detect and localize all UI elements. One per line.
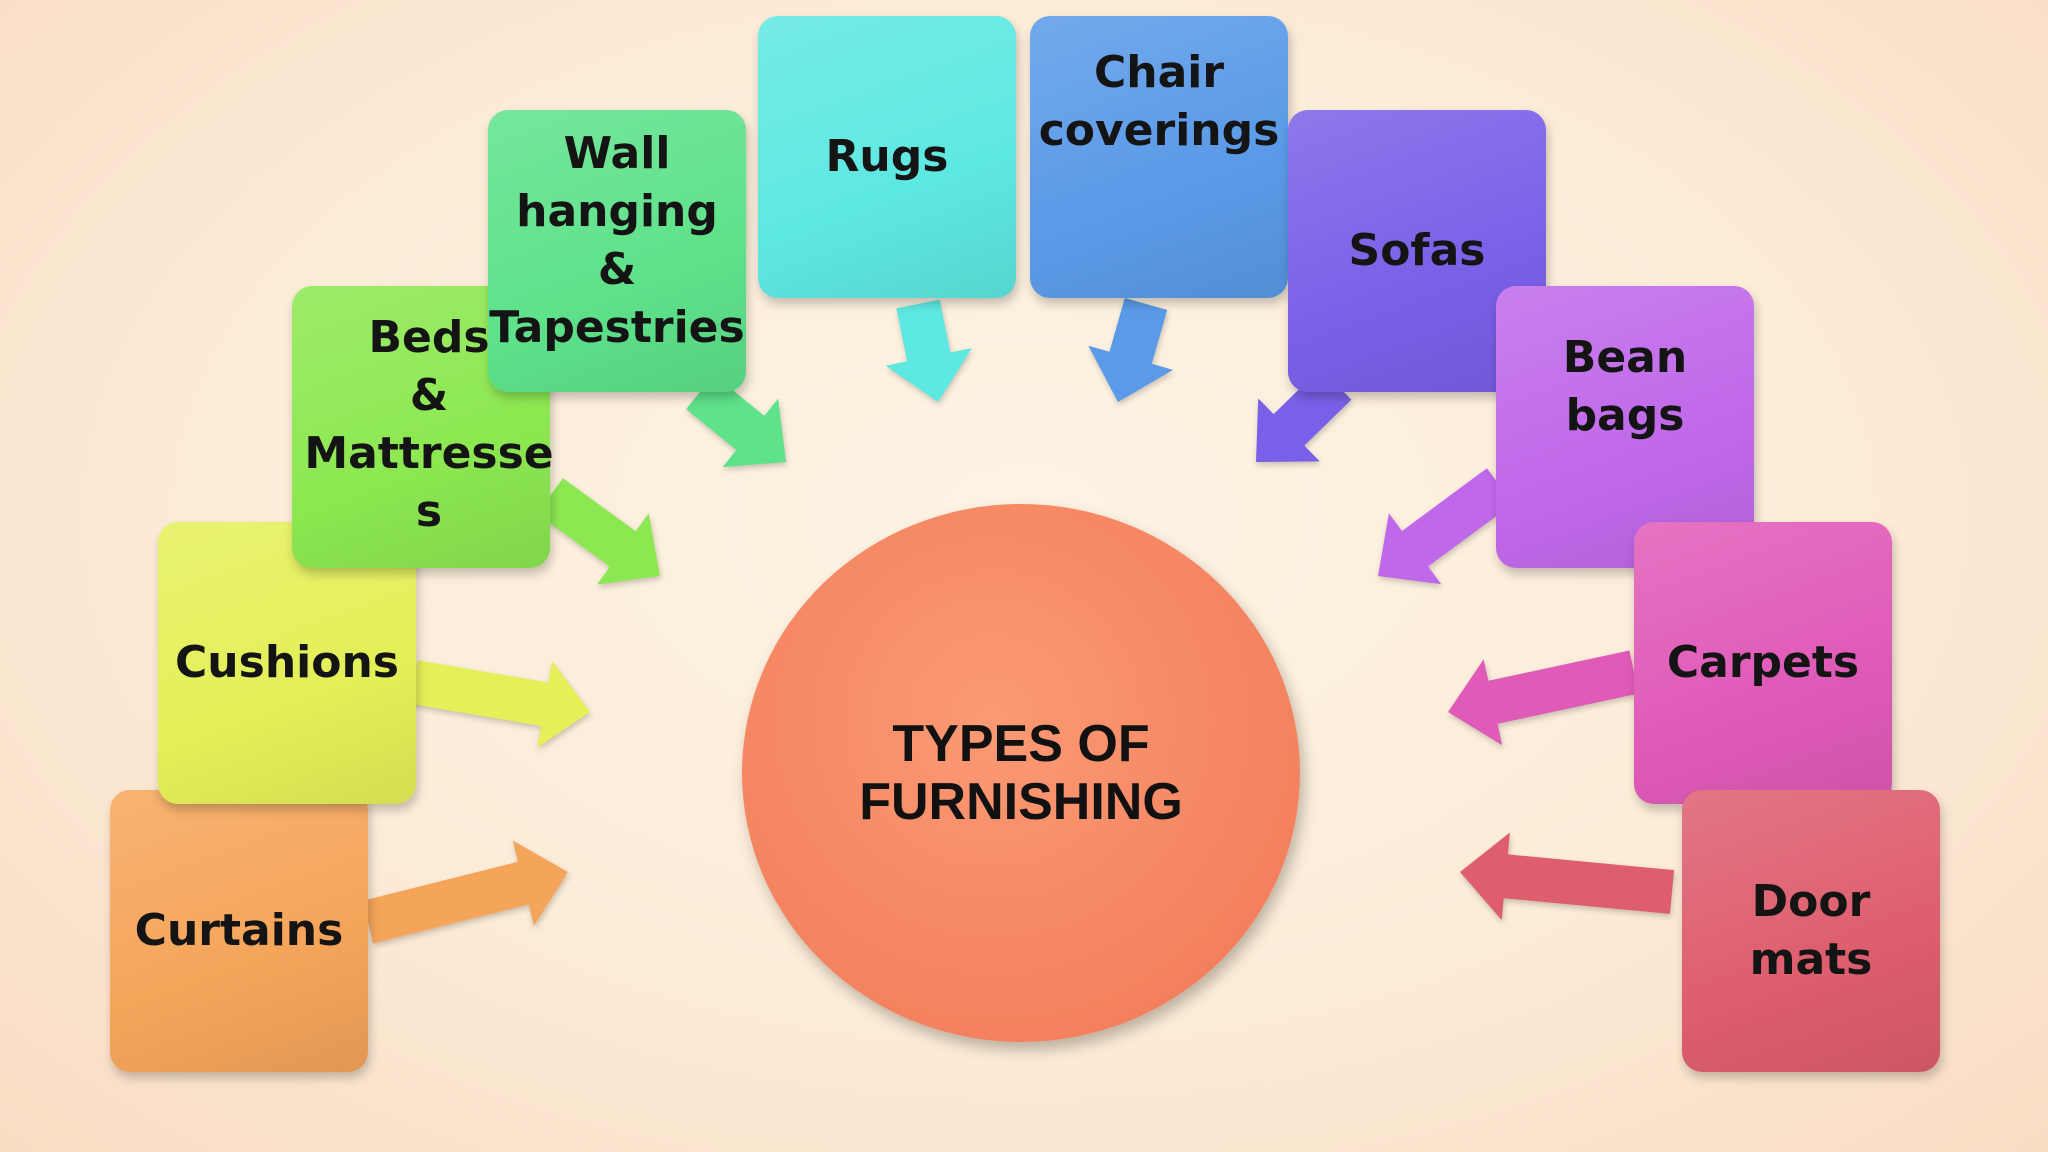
node-label: Wall hanging & Tapestries bbox=[489, 128, 745, 353]
node-curtains: Curtains bbox=[110, 790, 368, 1072]
node-label: Chair coverings bbox=[1038, 47, 1280, 156]
node-label: Rugs bbox=[825, 131, 949, 182]
arrow-4 bbox=[885, 299, 972, 402]
node-label: Cushions bbox=[175, 637, 399, 688]
node-wall-hanging-tapestries: Wall hanging & Tapestries bbox=[488, 110, 746, 392]
node-beds-mattresses: Beds & Mattresse s bbox=[292, 286, 554, 568]
node-label: Beds & Mattresse s bbox=[304, 312, 554, 537]
arrow-3 bbox=[686, 374, 786, 468]
arrow-9 bbox=[1460, 832, 1675, 921]
node-cushions: Cushions bbox=[158, 522, 416, 804]
arrow-7 bbox=[1378, 468, 1514, 585]
node-label: Carpets bbox=[1666, 637, 1860, 688]
center-title: TYPES OF FURNISHING bbox=[859, 715, 1183, 831]
node-label: Door mats bbox=[1749, 876, 1873, 985]
node-rugs: Rugs bbox=[758, 16, 1016, 298]
node-bean-bags: Bean bags bbox=[1496, 286, 1754, 568]
arrow-1 bbox=[410, 660, 590, 748]
node-label: Bean bags bbox=[1562, 332, 1688, 441]
node-carpets: Carpets bbox=[1634, 522, 1892, 804]
node-label: Curtains bbox=[134, 905, 344, 956]
arrow-5 bbox=[1088, 298, 1173, 402]
node-door-mats: Door mats bbox=[1682, 790, 1940, 1072]
center-circle: TYPES OF FURNISHING bbox=[742, 504, 1300, 1042]
arrow-8 bbox=[1448, 650, 1639, 746]
node-label: Sofas bbox=[1348, 225, 1486, 276]
arrow-2 bbox=[537, 478, 660, 585]
node-chair-coverings: Chair coverings bbox=[1030, 16, 1288, 298]
arrow-0 bbox=[362, 840, 568, 944]
